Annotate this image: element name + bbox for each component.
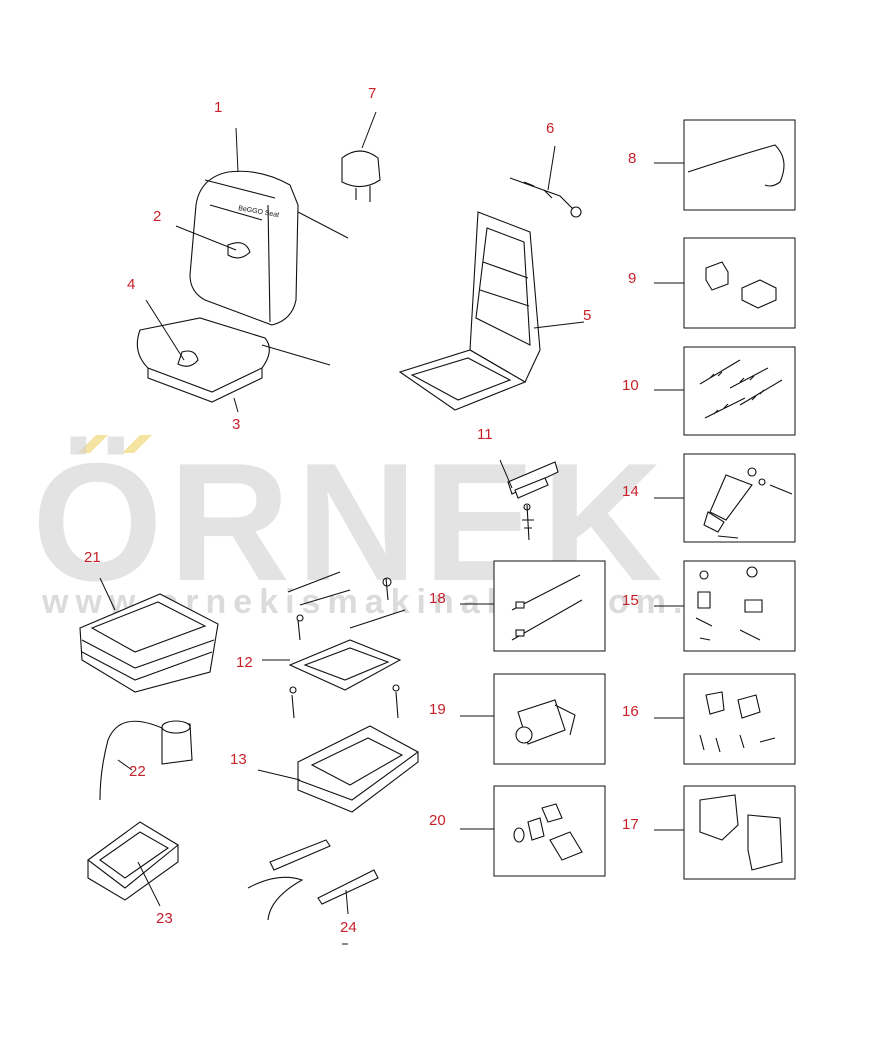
part-14-box[interactable] — [654, 453, 796, 543]
part-1-backrest-cushion[interactable]: BeGGO Seat — [189, 127, 349, 326]
label-16[interactable]: 16 — [622, 703, 639, 720]
label-10[interactable]: 10 — [622, 377, 639, 394]
watermark-umlaut-right — [122, 435, 152, 453]
part-10-box[interactable] — [654, 346, 796, 436]
label-17[interactable]: 17 — [622, 816, 639, 833]
label-7[interactable]: 7 — [368, 85, 376, 102]
label-14[interactable]: 14 — [622, 483, 639, 500]
part-4-leader — [145, 299, 185, 361]
label-19[interactable]: 19 — [429, 701, 446, 718]
part-16-box[interactable] — [654, 673, 796, 765]
label-15[interactable]: 15 — [622, 592, 639, 609]
label-9[interactable]: 9 — [628, 270, 636, 287]
part-12-slide-rails[interactable] — [262, 571, 406, 719]
label-18[interactable]: 18 — [429, 590, 446, 607]
part-3-seat-cushion[interactable] — [136, 317, 331, 413]
watermark-umlaut-left — [78, 435, 108, 453]
part-5-seat-frame[interactable] — [398, 211, 585, 411]
part-11-bracket[interactable] — [499, 459, 559, 541]
label-13[interactable]: 13 — [230, 751, 247, 768]
part-17-box[interactable] — [654, 785, 796, 880]
part-20-box[interactable] — [460, 785, 606, 877]
part-6-cable[interactable] — [509, 145, 582, 218]
part-15-box[interactable] — [654, 560, 796, 652]
part-7-headrest[interactable] — [341, 111, 381, 202]
part-13-suspension-base[interactable] — [257, 725, 420, 813]
part-8-box[interactable] — [654, 119, 796, 211]
label-6[interactable]: 6 — [546, 120, 554, 137]
label-22[interactable]: 22 — [129, 763, 146, 780]
label-1[interactable]: 1 — [214, 99, 222, 116]
label-4[interactable]: 4 — [127, 276, 135, 293]
part-9-box[interactable] — [654, 237, 796, 329]
label-3[interactable]: 3 — [232, 416, 240, 433]
part-19-box[interactable] — [460, 673, 606, 765]
part-22-motor[interactable] — [99, 720, 193, 801]
part-2-leader — [175, 225, 237, 251]
label-5[interactable]: 5 — [583, 307, 591, 324]
label-11[interactable]: 11 — [477, 426, 493, 443]
part-21-cushion-stack[interactable] — [79, 577, 219, 693]
part-23-scissor-frame[interactable] — [87, 821, 179, 907]
label-24[interactable]: 24 — [340, 919, 357, 936]
part-24-rails[interactable] — [247, 839, 379, 945]
label-12[interactable]: 12 — [236, 654, 253, 671]
label-2[interactable]: 2 — [153, 208, 161, 225]
label-23[interactable]: 23 — [156, 910, 173, 927]
label-21[interactable]: 21 — [84, 549, 101, 566]
part-18-box[interactable] — [460, 560, 606, 652]
part-labels: 1 2 3 4 5 6 7 8 9 10 11 12 13 14 15 16 1… — [84, 85, 639, 936]
label-8[interactable]: 8 — [628, 150, 636, 167]
label-20[interactable]: 20 — [429, 812, 446, 829]
